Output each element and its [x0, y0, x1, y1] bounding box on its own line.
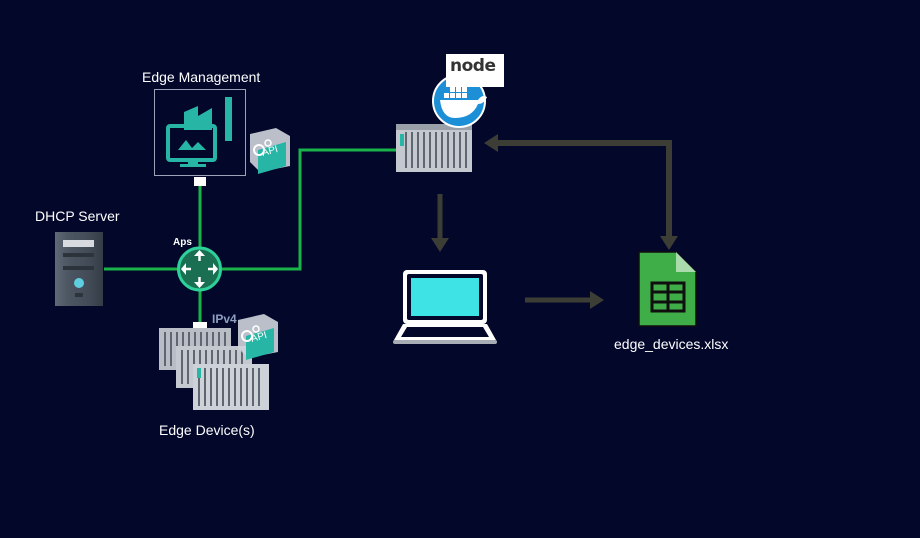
- factory-monitor-icon: [166, 97, 232, 167]
- edge-devices-stack: [159, 322, 269, 410]
- api-gear-icon: [250, 128, 290, 174]
- spreadsheet-file-icon: [638, 251, 697, 327]
- industrial-pc-icon: [193, 364, 269, 410]
- arrow-loop-to-excel-and-pc: [484, 134, 678, 250]
- link-router-edgepc: [222, 148, 396, 271]
- aps-label: Aps: [173, 237, 192, 248]
- network-links: [104, 148, 396, 324]
- docker-icon: [432, 74, 487, 128]
- laptop-icon: [393, 270, 497, 344]
- arrow-down-to-laptop: [431, 194, 449, 252]
- excel-file-label: edge_devices.xlsx: [614, 336, 729, 352]
- edge-devices-label: Edge Device(s): [159, 422, 255, 438]
- arrow-laptop-to-excel: [525, 291, 604, 309]
- port-connector: [194, 177, 206, 186]
- dhcp-server-label: DHCP Server: [35, 208, 120, 224]
- flow-arrows: [431, 134, 678, 309]
- edge-management-node: [154, 89, 246, 186]
- nodejs-logo-icon: node: [446, 54, 504, 87]
- port-connector: [193, 322, 207, 330]
- edge-management-label: Edge Management: [142, 69, 261, 85]
- ipv4-label: IPv4: [212, 312, 237, 326]
- industrial-pc-icon: [396, 124, 472, 172]
- router-icon: [177, 246, 222, 292]
- nodejs-logo-text: node: [450, 56, 496, 76]
- server-tower-icon: [55, 232, 103, 306]
- api-gear-icon: [238, 314, 278, 360]
